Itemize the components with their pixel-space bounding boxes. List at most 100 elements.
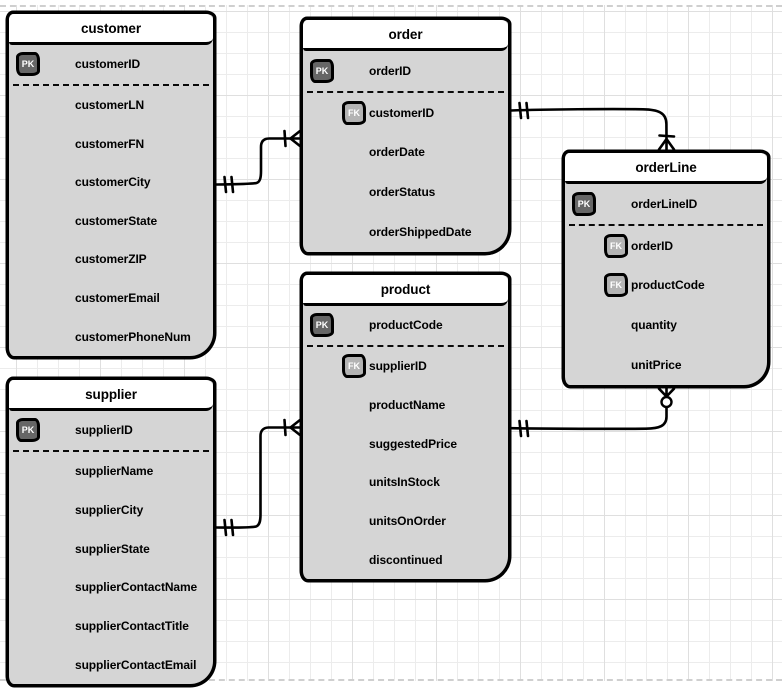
field-row[interactable]: orderDate	[303, 133, 508, 173]
entity-header: customer	[9, 14, 213, 45]
field-row[interactable]: suggestedPrice	[303, 424, 508, 463]
fk-badge: FK	[342, 354, 366, 379]
field-label: customerCity	[75, 175, 151, 190]
pk-separator	[13, 83, 209, 86]
field-row[interactable]: customerZIP	[9, 240, 213, 279]
connector-line[interactable]	[214, 137, 292, 186]
field-label: productCode	[631, 278, 705, 293]
field-label: supplierState	[75, 541, 150, 556]
field-row[interactable]: unitsOnOrder	[303, 502, 508, 541]
field-label: supplierContactTitle	[75, 618, 189, 633]
field-label: supplierName	[75, 464, 154, 479]
connector-customer-order[interactable]	[214, 129, 302, 194]
one-tick	[658, 134, 676, 138]
connector-line[interactable]	[214, 426, 292, 529]
field-row[interactable]: customerEmail	[9, 279, 213, 318]
field-label: supplierContactName	[75, 580, 198, 595]
field-label: customerFN	[75, 136, 145, 151]
pk-badge: PK	[16, 52, 40, 77]
field-row[interactable]: supplierCity	[9, 490, 213, 529]
entity-title: supplier	[85, 386, 137, 402]
entity-header: orderLine	[565, 153, 767, 184]
pk-separator	[569, 223, 763, 226]
one-tick	[223, 175, 228, 194]
field-row[interactable]: customerState	[9, 202, 213, 241]
field-row[interactable]: supplierState	[9, 529, 213, 568]
field-row[interactable]: productName	[303, 385, 508, 424]
field-label: orderID	[631, 238, 673, 253]
entity-title: order	[388, 26, 423, 42]
field-row[interactable]: customerLN	[9, 86, 213, 125]
field-label: customerState	[75, 213, 158, 228]
field-label: orderID	[369, 63, 411, 78]
field-row[interactable]: discontinued	[303, 540, 508, 579]
one-tick	[230, 518, 235, 537]
field-label: supplierContactEmail	[75, 657, 197, 672]
pk-badge: PK	[310, 313, 334, 338]
one-tick	[230, 175, 235, 194]
field-row[interactable]: supplierContactName	[9, 568, 213, 607]
connector-line[interactable]	[509, 405, 668, 431]
field-row[interactable]: unitsInStock	[303, 463, 508, 502]
field-label: orderStatus	[369, 185, 436, 200]
field-row[interactable]: supplierContactEmail	[9, 645, 213, 684]
one-tick	[283, 129, 287, 148]
field-row[interactable]: orderShippedDate	[303, 212, 508, 252]
field-label: suggestedPrice	[369, 436, 457, 451]
field-label: supplierID	[369, 359, 427, 374]
entity-header: product	[303, 275, 508, 306]
connector-product-orderline[interactable]	[509, 387, 676, 438]
entity-title: customer	[81, 20, 141, 36]
field-label: customerZIP	[75, 252, 147, 267]
one-tick	[518, 419, 523, 438]
field-label: unitsOnOrder	[369, 513, 446, 528]
field-label: orderLineID	[631, 196, 698, 211]
field-row[interactable]: customerPhoneNum	[9, 317, 213, 356]
connector-order-orderline[interactable]	[509, 101, 676, 151]
field-row[interactable]: customerCity	[9, 163, 213, 202]
field-label: productName	[369, 397, 446, 412]
field-label: quantity	[631, 318, 677, 333]
field-row[interactable]: unitPrice	[565, 345, 767, 385]
field-label: customerEmail	[75, 291, 160, 306]
field-label: unitPrice	[631, 358, 682, 373]
pk-badge: PK	[310, 58, 334, 83]
field-label: orderShippedDate	[369, 225, 472, 240]
pk-separator	[307, 344, 504, 347]
field-row[interactable]: customerFN	[9, 124, 213, 163]
field-label: customerLN	[75, 97, 145, 112]
fk-badge: FK	[342, 100, 366, 125]
one-tick	[525, 419, 530, 438]
connector-supplier-product[interactable]	[214, 418, 302, 537]
crow-foot	[657, 387, 676, 398]
zero-circle	[660, 395, 673, 409]
field-label: unitsInStock	[369, 475, 440, 490]
field-label: supplierID	[75, 423, 133, 438]
connector-line[interactable]	[509, 107, 668, 140]
field-label: customerID	[369, 105, 435, 120]
field-row[interactable]: orderStatus	[303, 172, 508, 212]
field-row[interactable]: supplierContactTitle	[9, 607, 213, 646]
field-row[interactable]: supplierName	[9, 452, 213, 491]
field-label: customerPhoneNum	[75, 329, 191, 344]
field-row[interactable]: PK orderID	[303, 51, 508, 91]
field-row[interactable]: quantity	[565, 305, 767, 345]
field-label: discontinued	[369, 552, 443, 567]
